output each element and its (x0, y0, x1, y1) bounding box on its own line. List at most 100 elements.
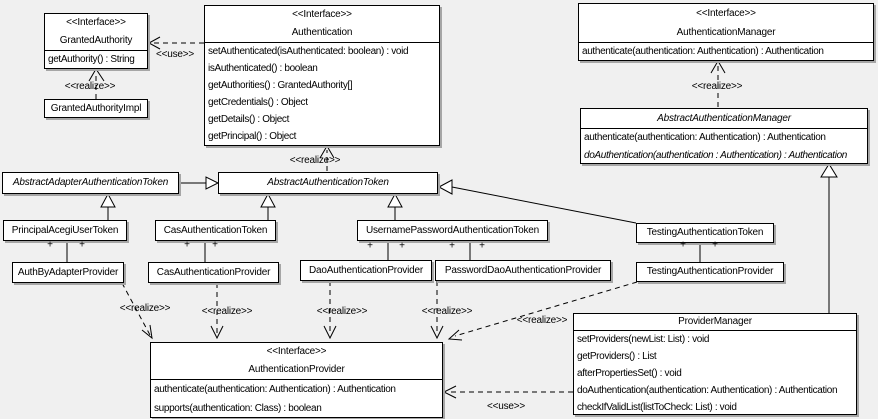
realize-label: <<realize>> (289, 155, 341, 166)
class-granted-authority-impl[interactable]: GrantedAuthorityImpl (44, 99, 148, 118)
class-header: <<Interface>> AuthenticationProvider (151, 343, 442, 380)
member: getAuthority() : String (48, 54, 135, 65)
class-header: <<Interface>> AuthenticationManager (579, 4, 873, 43)
member: authenticate(authentication: Authenticat… (584, 132, 826, 143)
realize-daoprovider-to-authprovider (323, 281, 337, 340)
realize-label: <<realize>> (691, 81, 743, 92)
member: checkIfValidList(listToCheck: List) : vo… (577, 402, 737, 413)
member: setProviders(newList: List) : void (577, 334, 710, 345)
class-name: GrantedAuthorityImpl (50, 102, 142, 114)
association-plus: + (399, 240, 405, 252)
stereotype: <<Interface>> (696, 8, 756, 19)
class-dao-authentication-provider[interactable]: DaoAuthenticationProvider (300, 260, 432, 281)
realize-label: <<realize>> (421, 306, 473, 317)
class-name: DaoAuthenticationProvider (309, 264, 423, 276)
stereotype: <<Interface>> (66, 17, 126, 28)
class-abstract-authentication-token[interactable]: AbstractAuthenticationToken (218, 172, 438, 194)
realize-casprovider-to-authprovider (210, 283, 224, 340)
class-header: <<Interface>> Authentication (205, 6, 439, 43)
association-plus: + (712, 239, 718, 251)
member: authenticate(authentication: Authenticat… (154, 384, 396, 395)
generalization-abstractadapter-to-abstracttoken (179, 176, 220, 190)
member: getCredentials() : Object (208, 97, 308, 108)
association-plus: + (184, 239, 190, 251)
use-providermanager-to-authprovider (442, 385, 573, 399)
class-name: CasAuthenticationProvider (156, 266, 271, 278)
class-name: UsernamePasswordAuthenticationToken (365, 224, 540, 236)
class-granted-authority[interactable]: <<Interface>> GrantedAuthority getAuthor… (44, 13, 148, 69)
stereotype: <<Interface>> (292, 9, 352, 20)
use-authentication-to-grantedauthority (147, 36, 204, 50)
member: doAuthentication(authentication: Authent… (577, 385, 838, 396)
class-name: AuthByAdapterProvider (17, 266, 119, 278)
association-plus: + (47, 239, 53, 251)
class-name: TestingAuthenticationProvider (646, 266, 774, 277)
realize-label: <<realize>> (64, 81, 116, 92)
class-name: PrincipalAcegiUserToken (11, 224, 119, 236)
class-testing-authentication-provider[interactable]: TestingAuthenticationProvider (636, 262, 784, 282)
class-header: AbstractAuthenticationManager (581, 109, 867, 129)
association-plus: + (449, 240, 455, 252)
member: afterPropertiesSet() : void (577, 368, 682, 379)
association-plus: + (680, 239, 686, 251)
class-name: AuthenticationManager (676, 27, 776, 38)
member: getDetails() : Object (208, 114, 290, 125)
generalization-usernamepasswordtoken-to-abstracttoken (387, 192, 403, 220)
realize-abstracttoken-to-authentication (319, 145, 335, 171)
class-name: CasAuthenticationToken (163, 224, 268, 236)
realize-grantedauthorityimpl-to-grantedauthority (88, 68, 105, 99)
member: doAuthentication(authentication : Authen… (584, 149, 848, 161)
generalization-principaltoken-to-abstractadapter (100, 192, 116, 220)
member: getProviders() : List (577, 351, 657, 362)
class-name: TestingAuthenticationToken (646, 227, 764, 238)
realize-label: <<realize>> (201, 306, 253, 317)
class-name: AbstractAuthenticationManager (657, 113, 791, 124)
generalization-castoken-to-abstracttoken (260, 192, 276, 220)
member: getPrincipal() : Object (208, 131, 297, 142)
class-auth-by-adapter-provider[interactable]: AuthByAdapterProvider (12, 262, 124, 283)
class-name: AbstractAuthenticationToken (267, 177, 389, 188)
association-plus: + (212, 239, 218, 251)
member: setAuthenticated(isAuthenticated: boolea… (208, 46, 409, 57)
association-plus: + (479, 240, 485, 252)
class-name: Authentication (291, 27, 353, 38)
class-name: ProviderManager (678, 316, 752, 327)
class-authentication[interactable]: <<Interface>> Authentication setAuthenti… (204, 5, 440, 146)
realize-label: <<realize>> (316, 306, 368, 317)
realize-label: <<realize>> (119, 303, 171, 314)
realize-abstractauthmanager-to-authmanager (710, 60, 726, 107)
class-authentication-provider[interactable]: <<Interface>> AuthenticationProvider aut… (150, 342, 443, 418)
class-name: AuthenticationProvider (248, 364, 345, 375)
member: authenticate(authentication: Authenticat… (582, 46, 824, 57)
class-cas-authentication-token[interactable]: CasAuthenticationToken (155, 220, 276, 241)
association-plus: + (367, 240, 373, 252)
class-provider-manager[interactable]: ProviderManager setProviders(newList: Li… (573, 313, 857, 415)
realize-passworddaoprovider-to-authprovider (430, 281, 444, 340)
class-cas-authentication-provider[interactable]: CasAuthenticationProvider (148, 262, 279, 283)
realize-testingprovider-to-authprovider (447, 281, 638, 341)
use-label: <<use>> (486, 401, 526, 412)
class-password-dao-authentication-provider[interactable]: PasswordDaoAuthenticationProvider (435, 260, 611, 281)
use-label: <<use>> (155, 49, 195, 60)
member: supports(authentication: Class) : boolea… (154, 403, 322, 414)
member: getAuthorities() : GrantedAuthority[] (208, 80, 353, 91)
class-principal-acegi-user-token[interactable]: PrincipalAcegiUserToken (3, 220, 127, 241)
class-name: PasswordDaoAuthenticationProvider (444, 264, 602, 276)
generalization-testingtoken-to-abstracttoken (437, 179, 637, 224)
realize-label: <<realize>> (516, 315, 568, 326)
class-abstract-adapter-authentication-token[interactable]: AbstractAdapterAuthenticationToken (2, 172, 179, 194)
member: isAuthenticated() : boolean (208, 63, 318, 74)
class-name: GrantedAuthority (59, 35, 133, 46)
class-username-password-authentication-token[interactable]: UsernamePasswordAuthenticationToken (357, 220, 548, 241)
class-name: AbstractAdapterAuthenticationToken (12, 177, 169, 188)
class-header: <<Interface>> GrantedAuthority (45, 14, 147, 51)
stereotype: <<Interface>> (266, 346, 327, 357)
realize-authbyadapterprovider-to-authprovider (121, 282, 153, 340)
class-header: ProviderManager (574, 314, 856, 331)
generalization-providermanager-to-abstractauthmanager (820, 163, 838, 313)
class-testing-authentication-token[interactable]: TestingAuthenticationToken (636, 223, 774, 243)
class-authentication-manager[interactable]: <<Interface>> AuthenticationManager auth… (578, 3, 874, 61)
class-abstract-authentication-manager[interactable]: AbstractAuthenticationManager authentica… (580, 108, 868, 164)
